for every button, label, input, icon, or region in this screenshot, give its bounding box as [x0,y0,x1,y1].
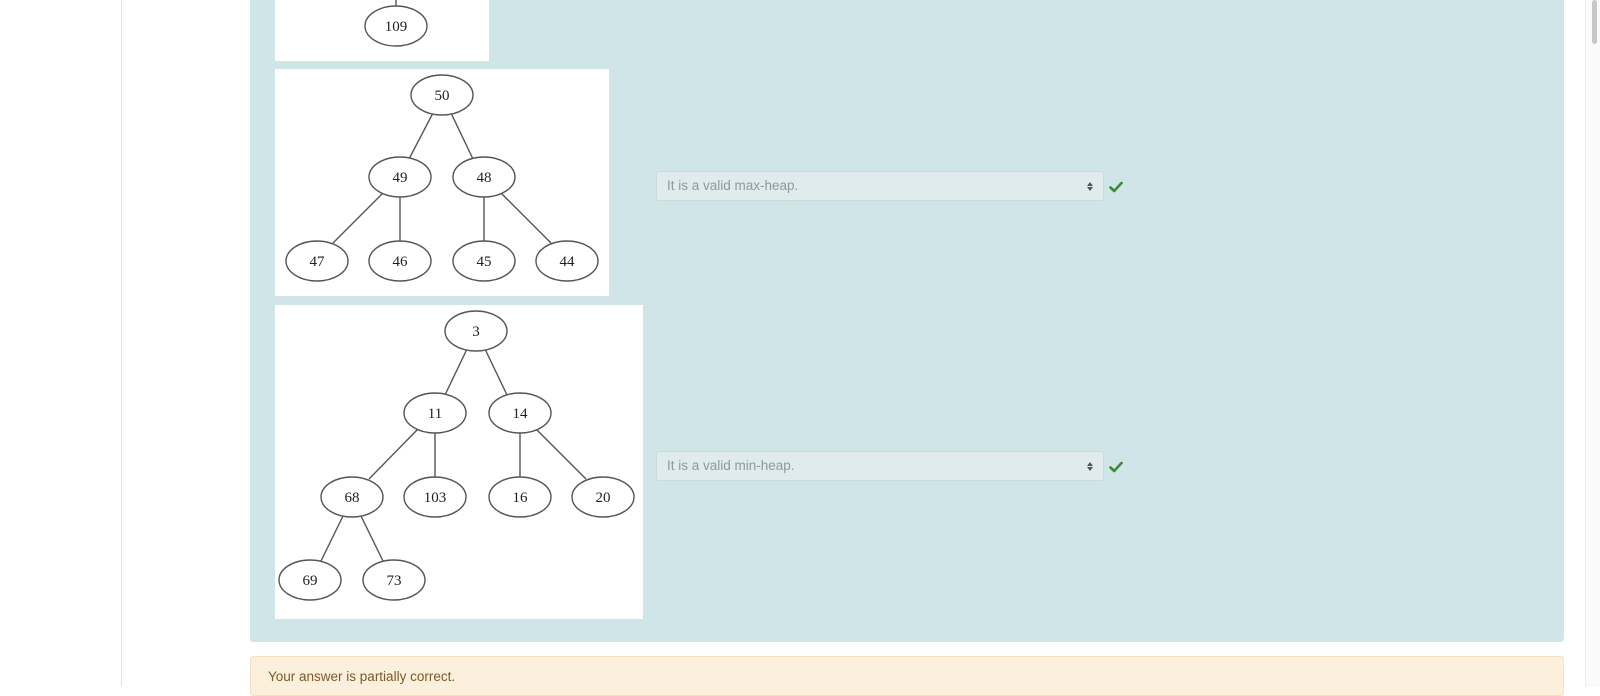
tree-node-label: 14 [513,406,529,422]
tree-image-2: 50 49 48 47 46 45 44 [275,69,609,296]
tree-node-label: 11 [428,406,442,422]
check-icon [1109,181,1123,193]
tree-node [403,392,467,434]
tree-node-label: 103 [424,490,447,506]
tree-node [410,74,474,116]
tree-node [571,476,635,518]
answer-select-value: It is a valid min-heap. [667,458,795,473]
tree-node-label: 44 [560,254,576,270]
tree-node-label: 50 [435,88,450,104]
tree-node-label: 49 [393,170,408,186]
tree-node [452,156,516,198]
tree-node-label: 46 [393,254,409,270]
tree-image-1: 109 [275,0,489,61]
tree-node [278,559,342,601]
tree-node-label: 109 [385,19,408,35]
scrollbar-thumb[interactable] [1592,0,1597,44]
tree-node-label: 47 [310,254,326,270]
tree-node [488,392,552,434]
tree-node [444,310,508,352]
content-left-border [121,0,122,687]
tree-node-label: 20 [596,490,611,506]
tree-node [488,476,552,518]
tree-node [320,476,384,518]
tree-image-3: 3 11 14 68 103 16 20 69 73 [275,305,643,619]
tree-node [368,156,432,198]
tree-node [535,240,599,282]
answer-select-value: It is a valid max-heap. [667,178,799,193]
page-scrollbar[interactable] [1585,0,1600,687]
select-arrows-icon [1087,452,1093,480]
tree-node [368,240,432,282]
tree-node [362,559,426,601]
answer-select-tree-3[interactable]: It is a valid min-heap. [656,451,1104,481]
tree-node [364,5,428,47]
tree-node [285,240,349,282]
select-arrows-icon [1087,172,1093,200]
tree-node [403,476,467,518]
tree-node [452,240,516,282]
tree-node-label: 3 [472,324,480,340]
answer-select-tree-2[interactable]: It is a valid max-heap. [656,171,1104,201]
tree-node-label: 69 [303,573,318,589]
check-icon [1109,461,1123,473]
tree-node-label: 16 [513,490,529,506]
tree-node-label: 73 [387,573,402,589]
tree-node-label: 48 [477,170,492,186]
tree-node-label: 45 [477,254,492,270]
tree-node-label: 68 [345,490,360,506]
feedback-box: Your answer is partially correct. [250,656,1564,696]
feedback-text: Your answer is partially correct. [268,669,456,684]
